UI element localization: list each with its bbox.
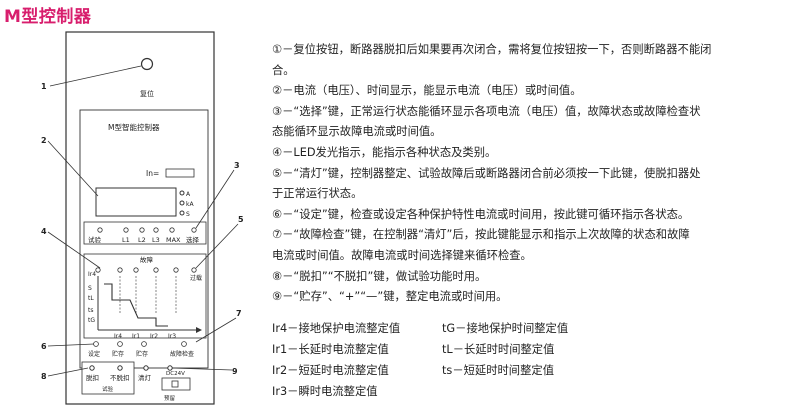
callout-4: 4 xyxy=(41,227,47,236)
key-faultcheck: 故障检查 xyxy=(170,350,194,358)
unit-ka: kA xyxy=(186,201,194,208)
callout-5: 5 xyxy=(238,215,244,224)
key-set: 设定 xyxy=(88,350,100,358)
desc-line-2: 合。 xyxy=(272,63,295,77)
unit-s: S xyxy=(186,211,190,218)
page-title: M型控制器 xyxy=(4,7,92,27)
key-store1-dot xyxy=(117,341,123,347)
parameter-table: Ir4－接地保护电流整定值 tG－接地保护时间整定值 Ir1－长延时电流整定值 … xyxy=(272,318,784,402)
param-time: ts－短延时时间整定值 xyxy=(442,364,554,377)
desc-line-11: 电流或时间值。故障电流或时间选择键来循环检查。 xyxy=(272,248,532,262)
test-block xyxy=(81,361,135,395)
key-clear: 清灯 xyxy=(138,373,152,382)
desc-line-4: ③－“选择”键，正常运行状态能循环显示各项电流（电压）值，故障状态或故障检查状 xyxy=(272,104,701,118)
desc-line-7: ⑤－“清灯”键，控制器整定、试验故障后或断路器闭合前必须按一下此键，使脱扣器处 xyxy=(272,166,701,180)
desc-line-8: 于正常运行状态。 xyxy=(272,187,363,201)
reset-knob xyxy=(140,57,154,71)
param-time: tL－长延时时间整定值 xyxy=(442,343,555,356)
param-current: Ir3－瞬时电流整定值 xyxy=(272,385,378,398)
selector-select: 选择 xyxy=(186,235,200,244)
param-current: Ir4－接地保护电流整定值 xyxy=(272,322,401,335)
dc24v-label: DC24V xyxy=(166,371,185,377)
key-store2: 贮存 xyxy=(136,350,148,358)
controller-panel xyxy=(65,31,215,405)
in-label: In= xyxy=(146,169,159,178)
param-current: Ir1－长延时电流整定值 xyxy=(272,343,389,356)
param-row: Ir2－短延时电流整定值 ts－短延时时间整定值 xyxy=(272,360,784,381)
desc-line-10: ⑦－“故障检查”键，在控制器“清灯”后，按此键能显示和指示上次故障的状态和故障 xyxy=(272,228,690,242)
selector-l1: L1 xyxy=(122,236,130,244)
y-label-tg: tG xyxy=(88,317,95,324)
selector-l2: L2 xyxy=(138,236,146,244)
x-label-ir4: Ir4 xyxy=(114,333,122,340)
description-list: ①－复位按钮，断路器脱扣后如果要再次闭合，需将复位按钮按一下，否则断路器不能闭 … xyxy=(272,40,784,308)
left-label-ir4: Ir4 xyxy=(88,271,96,278)
key-store1: 贮存 xyxy=(112,350,124,358)
desc-line-5: 态能循环显示故障电流或时间值。 xyxy=(272,125,442,139)
desc-line-1: ①－复位按钮，断路器脱扣后如果要再次闭合，需将复位按钮按一下，否则断路器不能闭 xyxy=(272,43,712,56)
callout-3: 3 xyxy=(234,161,240,170)
fault-label: 故障 xyxy=(140,255,154,264)
param-time: tG－接地保护时间整定值 xyxy=(442,322,569,335)
callout-9: 9 xyxy=(232,367,238,376)
x-label-ir2: Ir2 xyxy=(150,333,158,340)
controller-name: M型智能控制器 xyxy=(108,122,160,132)
desc-line-9: ⑥－“设定”键，检查或设定各种保护特性电流或时间用，按此键可循环指示各状态。 xyxy=(272,207,690,221)
desc-line-12: ⑧－“脱扣”“不脱扣”键，做试验功能时用。 xyxy=(272,269,487,283)
y-label-ts: ts xyxy=(88,307,93,314)
trip-curve xyxy=(104,283,168,327)
key-faultcheck-dot xyxy=(181,341,187,347)
fault-diagram xyxy=(83,253,207,339)
param-row: Ir4－接地保护电流整定值 tG－接地保护时间整定值 xyxy=(272,318,784,339)
callout-6: 6 xyxy=(41,342,47,351)
desc-line-3: ②－电流（电压）、时间显示，能显示电流（电压）或时间值。 xyxy=(272,84,582,98)
x-label-ir3: Ir3 xyxy=(168,333,176,340)
reserved-caption: 预留 xyxy=(164,394,176,402)
y-label-tl: tL xyxy=(88,295,94,302)
in-display-box xyxy=(165,168,195,178)
right-label-overload: 过载 xyxy=(190,274,202,282)
selector-row xyxy=(83,221,207,245)
key-notrip: 不脱扣 xyxy=(110,373,130,382)
selector-test: 试验 xyxy=(88,235,102,244)
selector-l3: L3 xyxy=(152,236,160,244)
reset-label: 复位 xyxy=(140,89,154,98)
desc-line-13: ⑨－“贮存”、“+”“—”键，整定电流或时间用。 xyxy=(272,290,508,304)
param-row: Ir1－长延时电流整定值 tL－长延时时间整定值 xyxy=(272,339,784,360)
key-store2-dot xyxy=(141,341,147,347)
desc-line-6: ④－LED发光指示，能指示各种状态及类别。 xyxy=(272,145,497,159)
key-set-dot xyxy=(93,341,99,347)
test-caption: 试验 xyxy=(102,385,114,393)
selector-max: MAX xyxy=(166,236,181,244)
param-row: Ir3－瞬时电流整定值 xyxy=(272,381,784,402)
display-window xyxy=(95,187,177,217)
callout-8: 8 xyxy=(41,372,47,381)
callout-2: 2 xyxy=(41,136,47,145)
unit-a: A xyxy=(186,191,191,198)
param-current: Ir2－短延时电流整定值 xyxy=(272,364,389,377)
callout-7: 7 xyxy=(236,309,242,318)
y-label-s: S xyxy=(88,285,92,292)
callout-1: 1 xyxy=(41,82,47,91)
x-label-ir1: Ir1 xyxy=(132,333,140,340)
controller-diagram: 复位 M型智能控制器 In= A kA S 试验 L1 L2 L3 MAX 选择… xyxy=(41,31,244,405)
key-trip: 脱扣 xyxy=(86,373,99,382)
